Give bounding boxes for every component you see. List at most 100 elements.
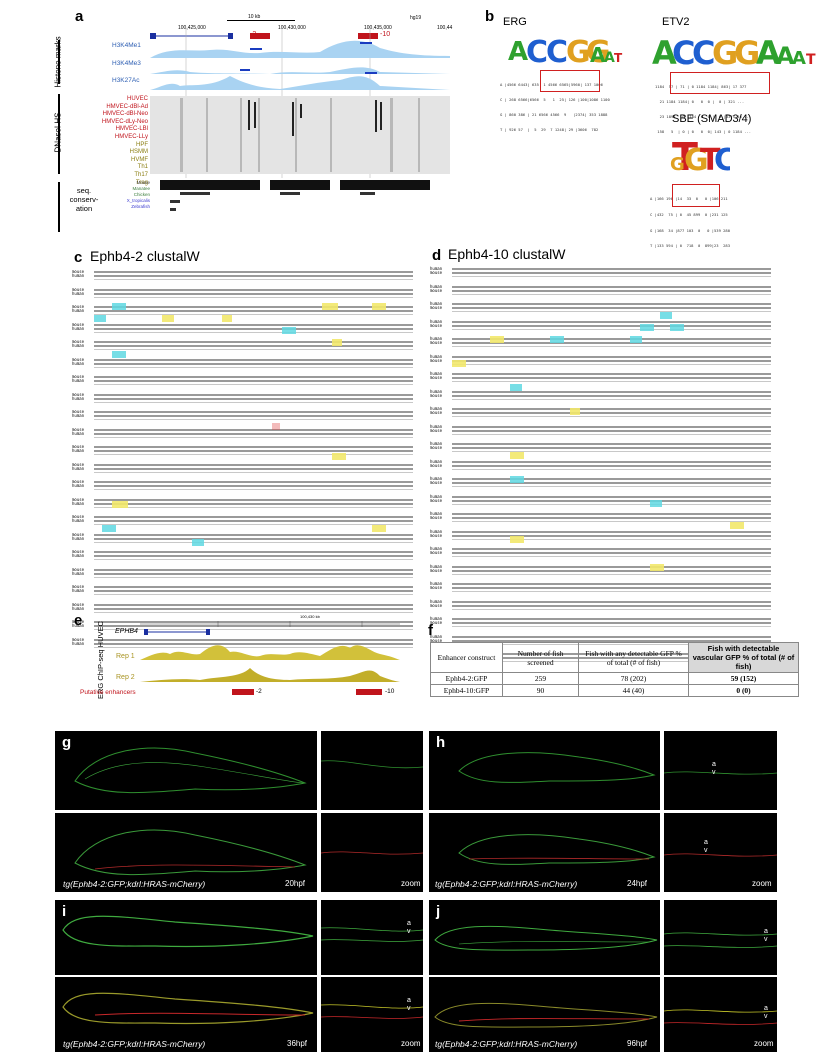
sbe-highlight	[730, 522, 744, 529]
alignment-species-label: human	[72, 588, 85, 593]
rep1-label: Rep 1	[116, 653, 135, 660]
ebs-highlight	[670, 324, 684, 331]
sbe-highlight	[650, 564, 664, 571]
alignment-species-label: mouse	[72, 619, 85, 624]
artery-label: a	[704, 839, 708, 846]
alignment-sequence-row	[452, 604, 771, 607]
alignment-sequence-row	[94, 275, 413, 277]
panel-j-letter: j	[436, 903, 441, 920]
alignment-sequence-row	[94, 625, 413, 627]
alignment-species-label: human	[72, 483, 85, 488]
conservation-label: seq. conserv-ation	[69, 186, 99, 213]
coord-4: 100,44	[437, 25, 453, 31]
alignment-sequence-row	[94, 533, 413, 536]
alignment-sequence-row	[94, 467, 413, 470]
panel-h-caption: tg(Ephb4-2:GFP;kdrl:HRAS-mCherry)	[435, 879, 578, 889]
alignment-sequence-row	[94, 376, 413, 378]
alignment-species-label: human	[430, 493, 443, 499]
enhancer-bar-m2	[232, 689, 254, 695]
alignment-species-label: human	[430, 458, 443, 464]
panel-i-caption: tg(Ephb4-2:GFP;kdrl:HRAS-mCherry)	[63, 1039, 206, 1049]
table-cell: Ephb4-2:GFP	[430, 672, 503, 685]
panel-g-merge: tg(Ephb4-2:GFP;kdrl:HRAS-mCherry) 20hpf	[55, 813, 317, 892]
svg-text:A: A	[792, 48, 806, 68]
erg-logo: A C C G G	[508, 35, 610, 66]
alignment-species-label: mouse	[72, 566, 85, 572]
alignment-species-label: mouse	[430, 602, 443, 608]
alignment-species-label: mouse	[430, 480, 443, 485]
alignment-sequence-row	[452, 635, 771, 638]
alignment-consensus-row	[94, 541, 413, 543]
alignment-sequence-row	[452, 443, 771, 445]
ebs-highlight	[282, 327, 296, 334]
alignment-consensus-row	[452, 451, 771, 452]
panel-c-letter: c	[74, 249, 83, 266]
alignment-species-label: human	[72, 518, 85, 523]
alignment-sequence-row	[94, 358, 413, 361]
alignment-sequence-row	[452, 355, 771, 358]
alignment-sequence-row	[452, 289, 771, 292]
svg-text:T: T	[672, 135, 698, 174]
alignment-species-label: mouse	[430, 410, 443, 415]
alignment-sequence-row	[452, 359, 771, 362]
alignment-species-label: mouse	[72, 461, 85, 467]
alignment-sequence-row	[94, 520, 413, 522]
ebs-highlight	[650, 500, 662, 507]
sbe-highlight	[490, 336, 504, 343]
table-cell: 90	[502, 684, 579, 697]
alignment-sequence-row	[94, 498, 413, 501]
zoom-label: zoom	[752, 879, 772, 888]
svg-text:A: A	[604, 50, 615, 66]
vein-label: v	[407, 1005, 411, 1012]
enhancer-e-label-m10: -10	[385, 688, 395, 695]
alignment-consensus-row	[452, 346, 771, 347]
alignment-species-label: mouse	[72, 426, 85, 432]
svg-text:A: A	[508, 37, 528, 66]
panel-c-title: Ephb4-2 clustalW	[90, 248, 200, 264]
alignment-sequence-row	[452, 565, 771, 568]
alignment-consensus-row	[94, 401, 413, 403]
alignment-sequence-row	[452, 552, 771, 554]
alignment-species-label: human	[430, 301, 443, 306]
alignment-consensus-row	[94, 629, 413, 630]
alignment-species-label: mouse	[430, 357, 443, 363]
alignment-species-label: human	[430, 528, 443, 534]
vein-label: v	[764, 936, 768, 943]
alignment-consensus-row	[452, 608, 771, 610]
alignment-sequence-row	[452, 478, 771, 480]
svg-text:T: T	[806, 52, 816, 68]
alignment-species-label: mouse	[72, 584, 85, 589]
alignment-sequence-row	[452, 600, 771, 603]
artery-label: a	[764, 928, 768, 935]
sbe-highlight	[372, 525, 386, 532]
alignment-species-label: human	[430, 353, 443, 359]
vein-label: v	[407, 928, 411, 935]
ebs-highlight	[112, 351, 126, 358]
svg-text:G: G	[734, 34, 760, 68]
svg-text:T: T	[614, 51, 623, 65]
alignment-species-label: mouse	[72, 549, 85, 554]
alignment-species-label: human	[72, 413, 85, 418]
panel-j-gfp: j	[429, 900, 660, 975]
alignment-consensus-row	[94, 646, 413, 648]
panel-g-zoom-merge: zoom	[321, 813, 423, 892]
svg-text:G: G	[586, 35, 610, 66]
alignment-sequence-row	[94, 310, 413, 312]
ebs-highlight	[102, 525, 116, 532]
alignment-species-label: mouse	[72, 531, 85, 537]
alignment-consensus-row	[452, 573, 771, 575]
matrix-row: C |432 75 | 0 45 899 0 |231 125	[650, 212, 728, 218]
scale-label: 10 kb	[248, 14, 261, 20]
alignment-sequence-row	[94, 502, 413, 505]
coord-3: 100,435,000	[364, 25, 392, 31]
panel-b-letter: b	[485, 8, 495, 25]
alignment-sequence-row	[452, 447, 771, 449]
alignment-sequence-row	[94, 362, 413, 365]
histone-track-1: H3K4Me1	[112, 42, 141, 49]
alignment-sequence-row	[452, 618, 771, 620]
